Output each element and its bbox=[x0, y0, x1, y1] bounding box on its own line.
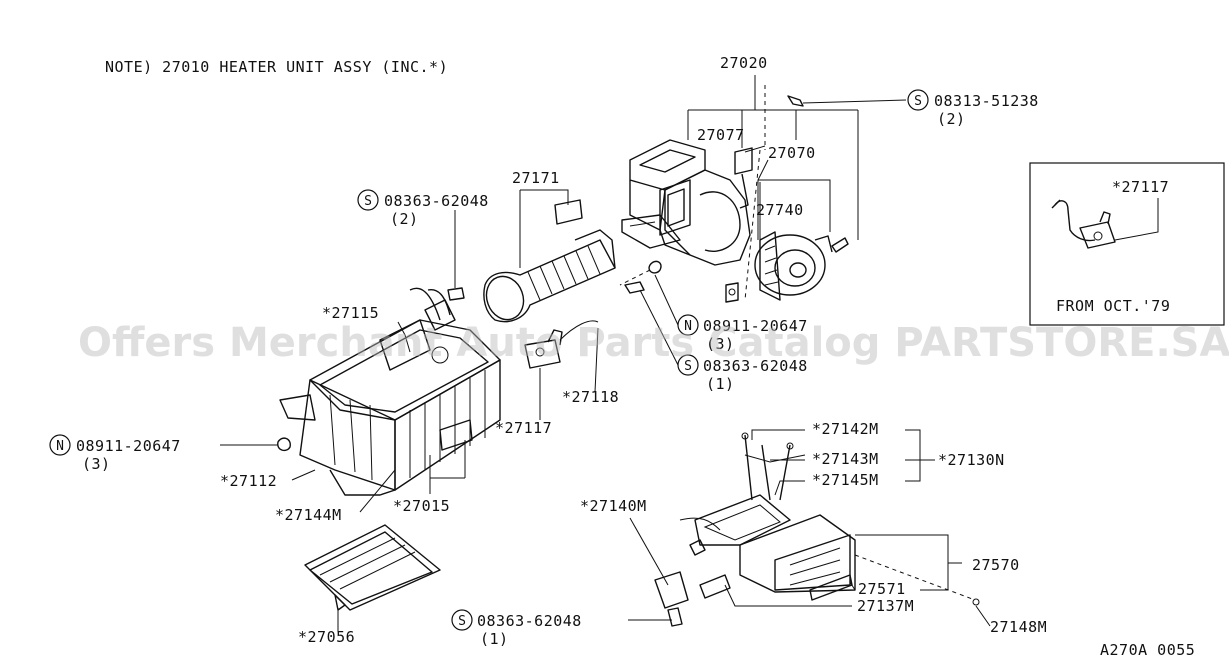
label-27118: *27118 bbox=[562, 388, 619, 406]
fastener-callout-s1: S 08313-51238 (2) bbox=[802, 89, 1039, 128]
label-27130n: *27130N bbox=[938, 451, 1005, 469]
heater-unit-drawing bbox=[277, 287, 501, 496]
watermark: Offers Merchant Auto Parts Catalog PARTS… bbox=[78, 320, 1229, 366]
label-27117: *27117 bbox=[495, 419, 552, 437]
svg-text:N: N bbox=[56, 439, 64, 454]
label-27145m: *27145M bbox=[812, 471, 879, 489]
label-27020: 27020 bbox=[720, 54, 768, 72]
svg-text:S: S bbox=[458, 614, 466, 629]
label-27143m: *27143M bbox=[812, 450, 879, 468]
fastener-callout-s2: S 08363-62048 (2) bbox=[357, 189, 489, 301]
fastener-callout-n2: N 08911-20647 (3) bbox=[49, 434, 278, 473]
label-27137m: 27137M bbox=[857, 597, 914, 615]
inset-panel: *27117 FROM OCT.'79 bbox=[1029, 162, 1225, 326]
svg-text:N: N bbox=[684, 319, 692, 334]
label-27148m: 27148M bbox=[990, 618, 1047, 636]
label-27056: *27056 bbox=[298, 628, 355, 646]
svg-text:08363-62048: 08363-62048 bbox=[703, 357, 808, 375]
diagram-code: A270A 0055 bbox=[1100, 641, 1195, 659]
label-27140m: *27140M bbox=[580, 497, 647, 515]
label-27740: 27740 bbox=[756, 201, 804, 219]
diagram-note: NOTE) 27010 HEATER UNIT ASSY (INC.*) bbox=[105, 58, 448, 76]
fastener-callout-n1: N 08911-20647 (3) bbox=[654, 274, 808, 353]
label-27077: 27077 bbox=[697, 126, 745, 144]
svg-text:S: S bbox=[684, 359, 692, 374]
cover-drawing bbox=[304, 524, 441, 611]
label-27070: 27070 bbox=[768, 144, 816, 162]
svg-text:(2): (2) bbox=[390, 210, 419, 228]
label-27015: *27015 bbox=[393, 497, 450, 515]
svg-text:(2): (2) bbox=[937, 110, 966, 128]
svg-text:(1): (1) bbox=[706, 375, 735, 393]
svg-text:08363-62048: 08363-62048 bbox=[477, 612, 582, 630]
svg-text:08911-20647: 08911-20647 bbox=[703, 317, 808, 335]
inset-part-label: *27117 bbox=[1112, 178, 1169, 196]
svg-text:(3): (3) bbox=[82, 455, 111, 473]
label-27144m: *27144M bbox=[275, 506, 342, 524]
label-27115: *27115 bbox=[322, 304, 379, 322]
inset-caption: FROM OCT.'79 bbox=[1056, 297, 1170, 315]
svg-text:S: S bbox=[364, 194, 372, 209]
label-27570: 27570 bbox=[972, 556, 1020, 574]
label-27571: 27571 bbox=[858, 580, 906, 598]
svg-text:(1): (1) bbox=[480, 630, 509, 648]
svg-text:08911-20647: 08911-20647 bbox=[76, 437, 181, 455]
label-27171: 27171 bbox=[512, 169, 560, 187]
fastener-callout-s3: S 08363-62048 (1) bbox=[639, 289, 808, 393]
svg-text:08363-62048: 08363-62048 bbox=[384, 192, 489, 210]
duct-drawing bbox=[483, 199, 645, 323]
actuator-drawing bbox=[524, 320, 599, 369]
svg-text:S: S bbox=[914, 94, 922, 109]
svg-text:(3): (3) bbox=[706, 335, 735, 353]
fastener-callout-s4: S 08363-62048 (1) bbox=[451, 609, 672, 648]
label-27142m: *27142M bbox=[812, 420, 879, 438]
label-27112: *27112 bbox=[220, 472, 277, 490]
svg-text:08313-51238: 08313-51238 bbox=[934, 92, 1039, 110]
